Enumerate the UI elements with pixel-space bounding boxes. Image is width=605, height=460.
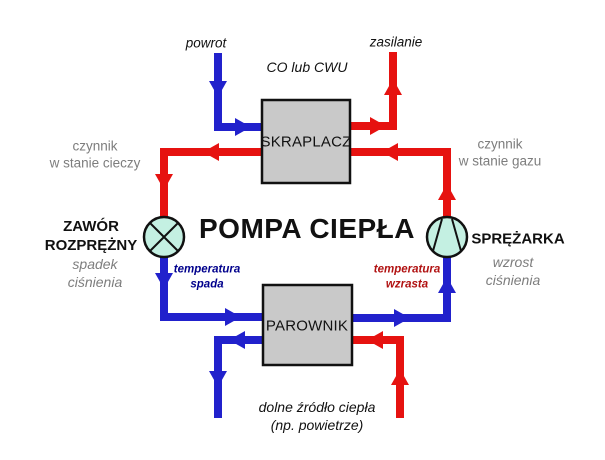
evaporator-box	[261, 283, 354, 367]
cold-gas-pipe	[352, 256, 451, 322]
arrow-left-icon	[229, 331, 245, 349]
valve-cross-icon	[149, 222, 179, 252]
compressor-symbol	[425, 215, 469, 259]
supply-label: zasilanie	[369, 34, 423, 50]
condenser-box	[260, 98, 352, 185]
arrow-down-icon	[155, 273, 173, 289]
arrow-left-icon	[367, 331, 383, 349]
expansion-valve-effect-label: spadek ciśnienia	[67, 256, 123, 290]
arrow-down-icon	[209, 371, 227, 387]
arrow-right-icon	[225, 308, 241, 326]
source-outlet-pipe	[214, 336, 263, 418]
arrow-up-icon	[438, 277, 456, 293]
arrow-up-icon	[438, 184, 456, 200]
arrow-right-icon	[370, 117, 386, 135]
page-title: POMPA CIEPŁA	[198, 213, 416, 245]
heat-source-label: dolne źródło ciepła (np. powietrze)	[258, 399, 376, 433]
arrow-down-icon	[209, 81, 227, 97]
supply-water-pipe	[350, 52, 397, 130]
condenser-label: SKRAPLACZ	[260, 133, 352, 151]
arrow-right-icon	[394, 309, 410, 327]
return-label: powrot	[185, 35, 227, 51]
arrow-left-icon	[203, 143, 219, 161]
arrow-right-icon	[235, 118, 251, 136]
temperature-rise-label: temperatura wzrasta	[373, 263, 441, 290]
heating-circuit-label: CO lub CWU	[266, 59, 348, 76]
state-liquid-label: czynnik w stanie cieczy	[49, 138, 141, 171]
expansion-valve-label: ZAWÓR ROZPRĘŻNY	[44, 217, 138, 254]
compressor-label: SPRĘŻARKA	[471, 230, 565, 248]
evaporator-label: PAROWNIK	[265, 317, 349, 335]
compressor-effect-label: wzrost ciśnienia	[485, 254, 541, 288]
arrow-left-icon	[382, 143, 398, 161]
return-water-pipe	[214, 53, 262, 131]
hot-liquid-pipe	[160, 148, 262, 218]
temperature-drop-label: temperatura spada	[173, 263, 241, 290]
arrow-up-icon	[391, 369, 409, 385]
arrow-up-icon	[384, 79, 402, 95]
arrow-down-icon	[155, 174, 173, 190]
hot-gas-pipe	[350, 148, 451, 218]
compressor-vanes-icon	[432, 218, 462, 252]
state-gas-label: czynnik w stanie gazu	[458, 136, 542, 169]
